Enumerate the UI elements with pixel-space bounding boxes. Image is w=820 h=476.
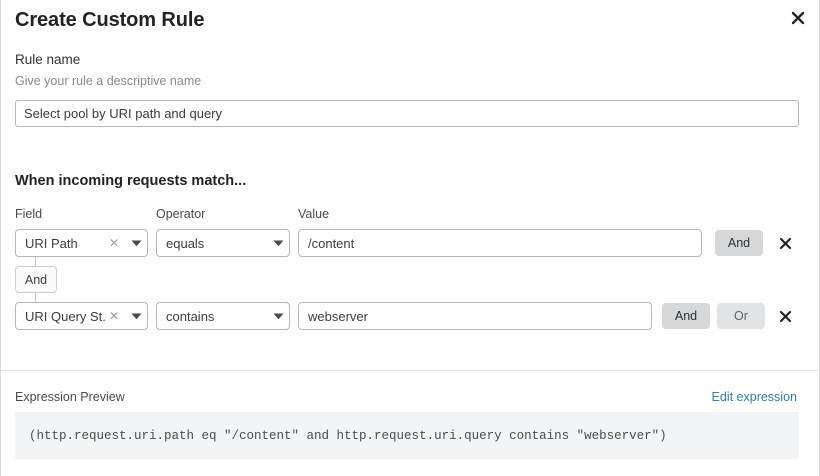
clear-x-icon[interactable]: ✕ bbox=[108, 236, 119, 250]
operator-select-value-2: contains bbox=[166, 308, 215, 324]
column-header-field: Field bbox=[15, 207, 43, 221]
chevron-down-icon[interactable] bbox=[267, 313, 289, 320]
field-select-2[interactable]: URI Query St... ✕ bbox=[15, 302, 148, 330]
delete-x-icon[interactable] bbox=[774, 303, 796, 329]
value-input-2[interactable] bbox=[298, 302, 652, 330]
and-button-1[interactable]: And bbox=[715, 230, 763, 256]
operator-select-1[interactable]: equals bbox=[156, 229, 290, 257]
or-button-2[interactable]: Or bbox=[717, 303, 765, 329]
chevron-down-icon[interactable] bbox=[125, 313, 147, 320]
delete-x-icon[interactable] bbox=[774, 230, 796, 256]
section-divider bbox=[1, 370, 820, 371]
column-header-operator: Operator bbox=[156, 207, 206, 221]
rule-name-helper-text: Give your rule a descriptive name bbox=[15, 74, 202, 88]
expression-preview-box: (http.request.uri.path eq "/content" and… bbox=[15, 412, 799, 459]
operator-select-value-1: equals bbox=[166, 235, 205, 251]
connector-line-bottom bbox=[35, 293, 36, 303]
page-title: Create Custom Rule bbox=[15, 9, 205, 31]
rule-name-label: Rule name bbox=[15, 52, 81, 67]
connector-and-badge[interactable]: And bbox=[15, 266, 57, 293]
and-button-2[interactable]: And bbox=[662, 303, 710, 329]
row-connector: And bbox=[15, 257, 105, 303]
expression-preview-label: Expression Preview bbox=[15, 390, 125, 404]
field-select-value-1: URI Path bbox=[25, 235, 78, 251]
connector-line-top bbox=[35, 257, 36, 267]
chevron-down-icon[interactable] bbox=[267, 240, 289, 247]
edit-expression-link[interactable]: Edit expression bbox=[711, 390, 797, 404]
field-select-1[interactable]: URI Path ✕ bbox=[15, 229, 148, 257]
expression-code: (http.request.uri.path eq "/content" and… bbox=[29, 428, 667, 443]
conditions-heading: When incoming requests match... bbox=[15, 173, 247, 189]
rule-name-input[interactable] bbox=[15, 100, 799, 127]
field-select-value-2: URI Query St... bbox=[25, 308, 107, 324]
column-header-value: Value bbox=[298, 207, 330, 221]
close-icon[interactable] bbox=[785, 5, 811, 31]
operator-select-2[interactable]: contains bbox=[156, 302, 290, 330]
clear-x-icon[interactable]: ✕ bbox=[108, 309, 119, 323]
value-input-1[interactable] bbox=[298, 229, 702, 257]
chevron-down-icon[interactable] bbox=[125, 240, 147, 247]
